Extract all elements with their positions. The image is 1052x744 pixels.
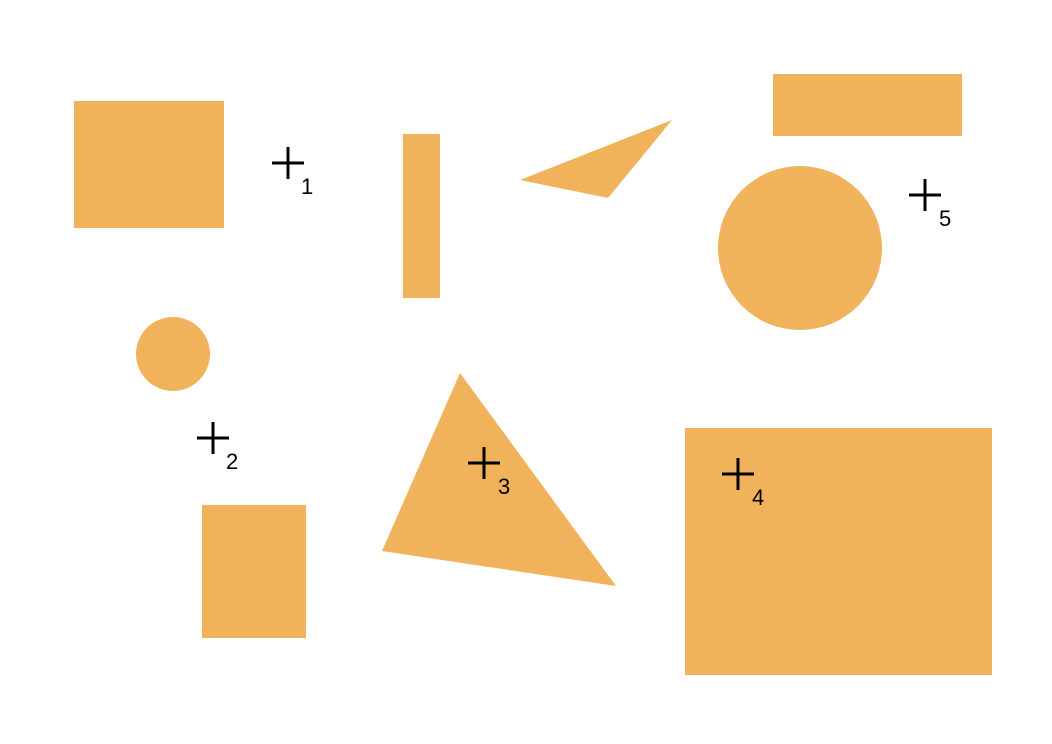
shape-square-top-left xyxy=(74,101,224,228)
shapes-layer xyxy=(74,74,992,675)
crosshair-icon xyxy=(468,447,500,479)
shape-sliver-triangle xyxy=(520,120,672,198)
shape-big-rect-bottom-right xyxy=(685,428,992,675)
crosshair-icon xyxy=(197,422,229,454)
marker-5: 5 xyxy=(909,179,951,231)
shape-small-circle xyxy=(136,317,210,391)
marker-1: 1 xyxy=(272,147,313,199)
marker-label-1: 1 xyxy=(301,174,313,199)
marker-4: 4 xyxy=(722,458,764,510)
shape-tall-rect-center xyxy=(403,134,440,298)
crosshair-icon xyxy=(722,458,754,490)
shape-large-circle xyxy=(718,166,882,330)
crosshair-icon xyxy=(909,179,941,211)
marker-label-5: 5 xyxy=(939,206,951,231)
marker-3: 3 xyxy=(468,447,510,499)
crosshair-icon xyxy=(272,147,304,179)
shape-wide-rect-top-right xyxy=(773,74,962,136)
shape-rect-bottom-left xyxy=(202,505,306,638)
markers-layer: 1 2 3 4 xyxy=(197,147,951,510)
shape-big-triangle xyxy=(382,373,616,586)
marker-label-2: 2 xyxy=(226,449,238,474)
marker-2: 2 xyxy=(197,422,238,474)
marker-label-3: 3 xyxy=(498,474,510,499)
marker-label-4: 4 xyxy=(752,485,764,510)
